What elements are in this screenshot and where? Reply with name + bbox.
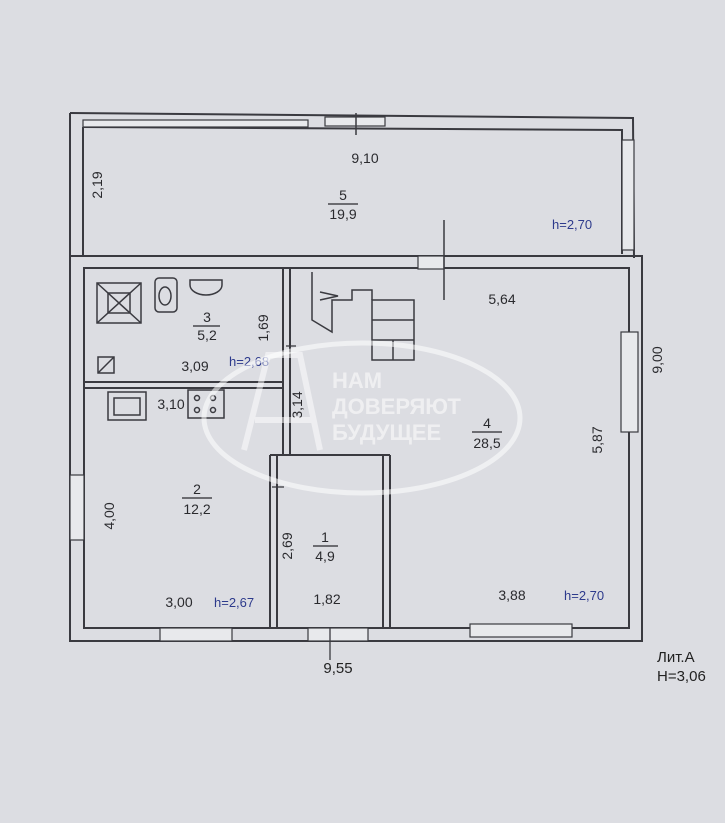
dim-veranda-depth: 2,19 xyxy=(89,171,105,198)
kitchen-sink-icon xyxy=(107,391,147,421)
stove-burner-3 xyxy=(193,406,201,414)
watermark-line1: НАМ xyxy=(332,368,382,393)
room2-height: h=2,67 xyxy=(214,595,254,610)
dim-kitchen-length: 3,10 xyxy=(157,396,184,412)
window-bottom-right xyxy=(469,623,573,638)
stove-burner-4 xyxy=(209,406,217,414)
dim-room2-height: 4,00 xyxy=(101,502,117,529)
dim-room4-top: 5,64 xyxy=(488,291,515,307)
dim-top-width: 9,10 xyxy=(351,150,378,166)
room3-height: h=2,68 xyxy=(229,354,269,369)
boiler-diagonal xyxy=(97,356,115,374)
bathroom-fixtures xyxy=(96,277,223,374)
dim-room1-width: 1,82 xyxy=(313,591,340,607)
dim-room3-depth: 1,69 xyxy=(255,314,271,341)
room3-area: 5,2 xyxy=(197,327,217,343)
dim-room3-width: 3,09 xyxy=(181,358,208,374)
window-veranda-top-mid xyxy=(324,116,386,127)
watermark-ellipse xyxy=(201,340,523,496)
windows xyxy=(69,116,639,642)
window-right xyxy=(620,331,639,433)
door-room4-top xyxy=(417,255,445,270)
staircase xyxy=(311,272,415,361)
room5-area: 19,9 xyxy=(329,206,356,222)
boiler-icon xyxy=(97,356,115,374)
stove-burner-1 xyxy=(193,394,201,402)
room4-number: 4 xyxy=(483,415,491,431)
fraction-bars xyxy=(182,203,502,547)
room5-height: h=2,70 xyxy=(552,217,592,232)
watermark-logo-icon xyxy=(241,352,323,451)
kitchen-sink-basin xyxy=(113,397,141,416)
window-veranda-top-left xyxy=(82,119,309,128)
dim-bottom-width: 9,55 xyxy=(323,660,352,677)
window-left xyxy=(69,474,85,541)
window-veranda-right xyxy=(621,139,635,251)
shower-inner xyxy=(107,292,131,314)
legend-total-height: H=3,06 xyxy=(657,668,706,685)
window-bottom-left xyxy=(159,627,233,642)
toilet-bowl xyxy=(158,286,172,306)
watermark-line3: БУДУЩЕЕ xyxy=(332,420,441,445)
stair-arrow-icon xyxy=(319,291,339,301)
toilet-icon xyxy=(154,277,178,313)
room1-number: 1 xyxy=(321,529,329,545)
watermark: НАМ ДОВЕРЯЮТ БУДУЩЕЕ xyxy=(201,340,523,496)
room4-height: h=2,70 xyxy=(564,588,604,603)
room2-area: 12,2 xyxy=(183,501,210,517)
dim-room2-width: 3,00 xyxy=(165,594,192,610)
shower-icon xyxy=(96,282,142,324)
sink-icon xyxy=(189,279,223,296)
dim-room4-height: 5,87 xyxy=(589,426,605,453)
watermark-line2: ДОВЕРЯЮТ xyxy=(332,394,461,419)
legend-lit: Лит.А xyxy=(657,649,695,666)
dim-room1-height: 2,69 xyxy=(279,532,295,559)
room4-area: 28,5 xyxy=(473,435,500,451)
stair-outline xyxy=(311,272,373,334)
room3-number: 3 xyxy=(203,309,211,325)
room2-number: 2 xyxy=(193,481,201,497)
window-bottom-mid xyxy=(307,627,369,642)
room5-number: 5 xyxy=(339,187,347,203)
shower-cross-2 xyxy=(96,282,142,324)
room1-area: 4,9 xyxy=(315,548,335,564)
dim-corridor-height: 3,14 xyxy=(289,391,305,418)
dim-side-right: 9,00 xyxy=(649,346,665,373)
dimension-ticks xyxy=(272,345,331,660)
walls xyxy=(69,112,643,642)
dim-room4-width: 3,88 xyxy=(498,587,525,603)
